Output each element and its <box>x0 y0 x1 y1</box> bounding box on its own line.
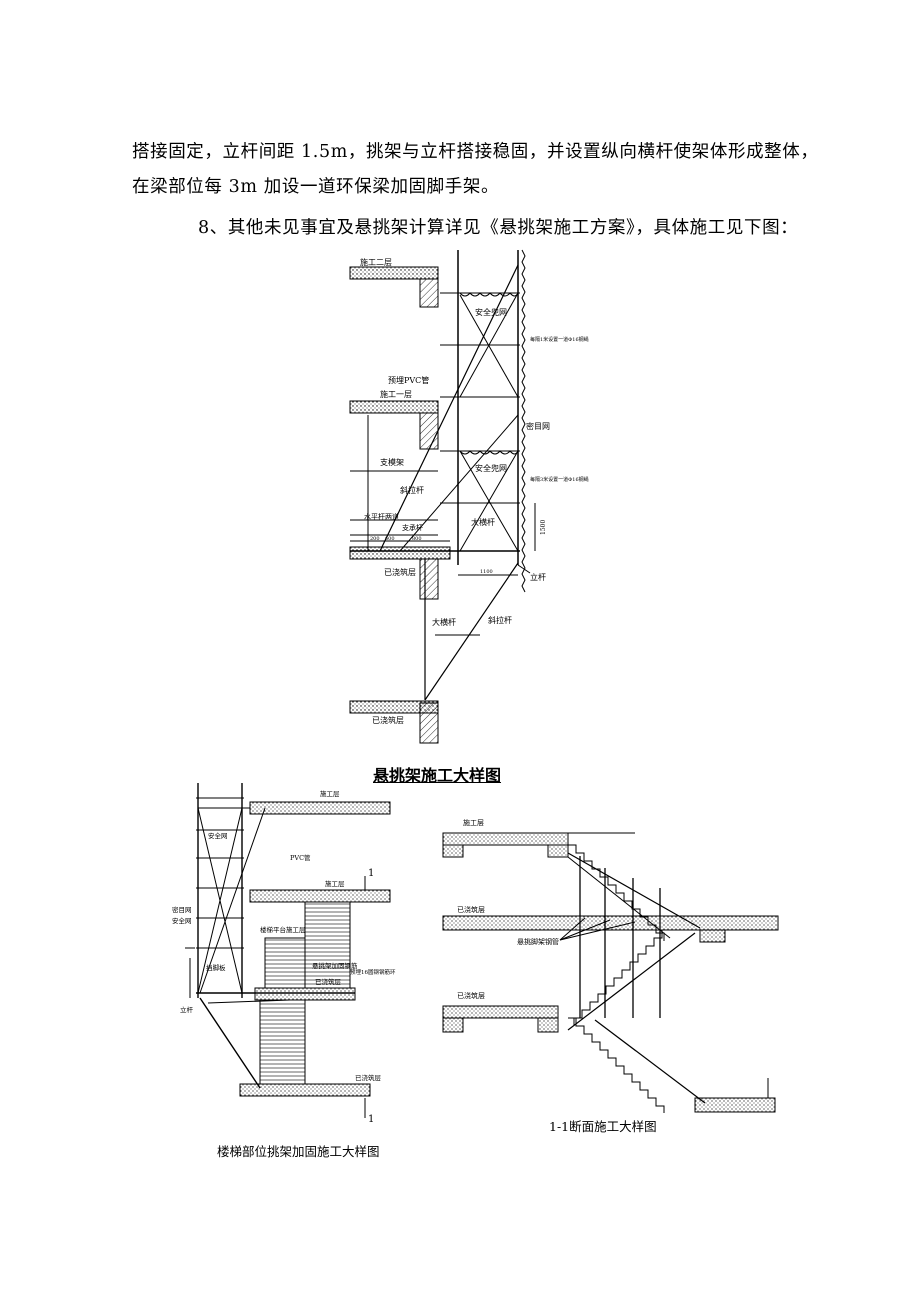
label-safety-net-2: 安全网 <box>172 916 192 925</box>
cantilever-scaffold-drawing: 施工二层 安全兜网 每隔1米设置一道Φ16钢绳 预埋PVC管 施工一层 密目网 … <box>349 249 589 744</box>
label-safety-net-mid: 安全兜网 <box>475 463 507 473</box>
label-rope-note-mid: 每隔3米设置一道Φ16钢绳 <box>530 476 589 483</box>
label-work-floor: 施工层 <box>463 818 484 827</box>
label-platform-layer: 楼梯平台施工层 <box>260 925 306 934</box>
label-cast-layer-mid: 已浇筑层 <box>457 905 485 914</box>
label-work-floor-top: 施工层 <box>320 789 340 798</box>
section-1-1-drawing: 施工层 已浇筑层 悬挑脚架钢管 已浇筑层 <box>442 818 779 1113</box>
label-standard: 立杆 <box>180 1005 194 1014</box>
label-standard: 立杆 <box>530 572 546 582</box>
label-dense-net: 密目网 <box>526 421 550 431</box>
section-mark-top: 1 <box>368 868 374 879</box>
paragraph-line-1: 搭接固定，立杆间距 1.5m，挑架与立杆搭接稳固，并设置纵向横杆使架体形成整体， <box>132 142 819 162</box>
label-pvc: PVC管 <box>290 853 311 862</box>
label-formwork: 支模架 <box>380 457 404 467</box>
label-cantilever-pipe: 悬挑脚架钢管 <box>517 937 559 946</box>
label-embedded-ring: 预埋16圆钢钢筋环 <box>350 968 396 976</box>
label-cast-layer-bottom: 已浇筑层 <box>372 715 404 725</box>
label-diagonal-low: 斜拉杆 <box>488 615 512 625</box>
label-ledger: 大横杆 <box>471 517 495 527</box>
label-foot-board: 挡脚板 <box>206 963 226 972</box>
dim-800: 800 <box>412 536 422 542</box>
label-diagonal: 斜拉杆 <box>400 485 424 495</box>
dim-200: 200 <box>370 536 380 542</box>
paragraph-line-2: 在梁部位每 3m 加设一道环保梁加固脚手架。 <box>132 177 500 197</box>
figure-2-caption: 楼梯部位挑架加固施工大样图 <box>217 1144 380 1159</box>
label-safety-net: 安全网 <box>208 831 228 840</box>
label-horizontal-tie: 水平杆两道 <box>364 512 399 521</box>
stair-scaffold-drawing: 施工层 安全网 PVC管 施工层 密目网 安全网 楼梯平台施工层 悬挑架加固钢筋… <box>172 783 396 1125</box>
figure-1-caption: 悬挑架施工大样图 <box>373 766 502 785</box>
label-cast-layer-low: 已浇筑层 <box>457 991 485 1000</box>
label-ledger-low: 大横杆 <box>432 617 456 627</box>
figure-3-caption: 1-1断面施工大样图 <box>549 1119 657 1134</box>
paragraph-item-8: 8、其他未见事宜及悬挑架计算详见《悬挑架施工方案》，具体施工见下图： <box>198 218 799 238</box>
dim-1500: 1500 <box>540 520 547 535</box>
section-mark-bottom: 1 <box>368 1114 374 1125</box>
label-cast-layer: 已浇筑层 <box>315 977 342 986</box>
label-floor-2: 施工二层 <box>360 257 392 267</box>
label-dense-net: 密目网 <box>172 905 192 914</box>
label-rope-note-top: 每隔1米设置一道Φ16钢绳 <box>530 336 589 343</box>
label-cantilever-rebar: 悬挑架加固钢筋 <box>312 961 358 970</box>
label-pvc: 预埋PVC管 <box>388 375 429 385</box>
label-safety-net-top: 安全兜网 <box>475 307 507 317</box>
dim-600: 600 <box>385 536 395 542</box>
label-support-rod: 支承杆 <box>402 523 423 532</box>
label-cast-layer-bottom: 已浇筑层 <box>355 1073 382 1082</box>
label-floor-1: 施工一层 <box>380 389 412 399</box>
dim-1100: 1100 <box>480 569 493 575</box>
label-cast-layer: 已浇筑层 <box>384 567 416 577</box>
label-work-floor-mid: 施工层 <box>325 879 345 888</box>
